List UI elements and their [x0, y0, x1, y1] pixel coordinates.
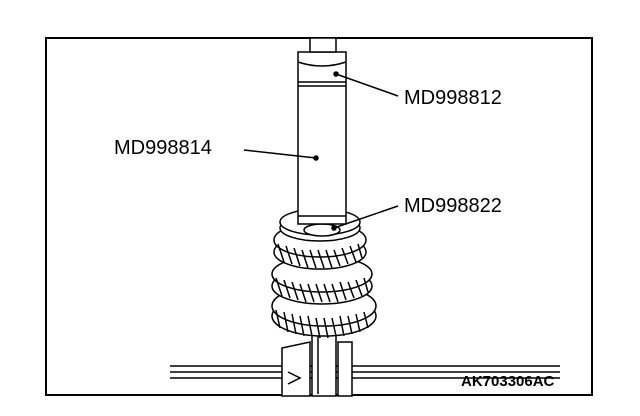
- callout-shaft-tool: MD998814: [114, 137, 212, 159]
- callout-upper-tool: MD998812: [404, 87, 502, 109]
- callout-lower-tool: MD998822: [404, 195, 502, 217]
- support-block: [281, 341, 353, 397]
- leader-lines: [243, 71, 399, 231]
- figure-code: AK703306AC: [461, 373, 555, 390]
- lower-shaft: [311, 331, 337, 397]
- tool-shaft: [297, 37, 347, 225]
- press-base: [170, 365, 560, 379]
- gear-stack: [271, 208, 377, 339]
